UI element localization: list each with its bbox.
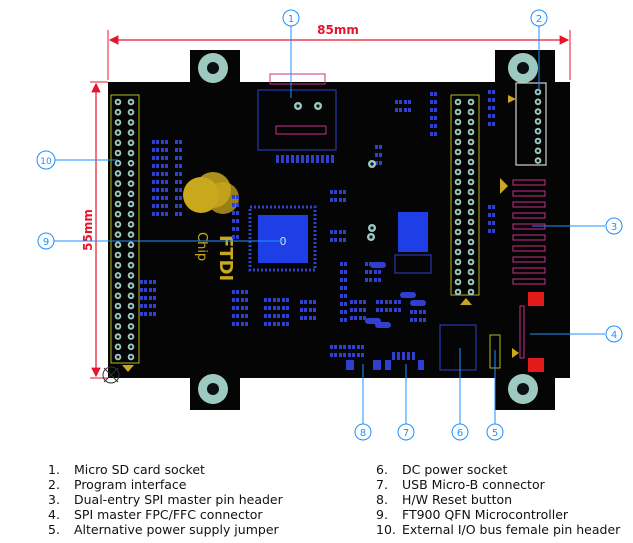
- callout-9: 9: [37, 232, 55, 250]
- mount-hole: [198, 374, 228, 404]
- svg-text:7: 7: [403, 428, 409, 439]
- legend-item: 3.Dual-entry SPI master pin header: [48, 492, 283, 507]
- legend-item: 1.Micro SD card socket: [48, 462, 205, 477]
- legend-item: 10.External I/O bus female pin header: [376, 522, 621, 537]
- dimension-width: 85mm: [107, 23, 571, 80]
- spi-fpc-pads: [512, 179, 546, 285]
- spi-dual-header: [450, 94, 480, 296]
- svg-text:4: 4: [611, 330, 617, 341]
- callout-7: 7: [397, 423, 415, 441]
- callout-8: 8: [354, 423, 372, 441]
- svg-text:85mm: 85mm: [317, 23, 359, 37]
- svg-text:8: 8: [360, 428, 366, 439]
- callout-6: 6: [451, 423, 469, 441]
- callout-1: 1: [282, 9, 300, 27]
- dc-power-socket: [439, 324, 477, 371]
- svg-text:FTDI: FTDI: [215, 235, 236, 281]
- svg-text:55mm: 55mm: [81, 209, 95, 251]
- legend-item: 6.DC power socket: [376, 462, 508, 477]
- legend-item: 9.FT900 QFN Microcontroller: [376, 507, 569, 522]
- micro-sd-socket: [257, 73, 337, 151]
- origin-marker: [102, 366, 120, 384]
- legend-item: 8.H/W Reset button: [376, 492, 513, 507]
- ft900-mcu: 0: [248, 205, 317, 272]
- callout-10: 10: [36, 150, 56, 170]
- program-header: [515, 82, 547, 166]
- callout-leaders: [54, 26, 605, 424]
- legend-item: 2.Program interface: [48, 477, 187, 492]
- external-io-header: [110, 94, 140, 364]
- legend-item: 4.SPI master FPC/FFC connector: [48, 507, 263, 522]
- svg-text:10: 10: [40, 157, 52, 167]
- svg-text:3: 3: [611, 222, 617, 233]
- mount-hole: [198, 53, 228, 83]
- callout-2: 2: [530, 9, 548, 27]
- mount-hole: [508, 53, 538, 83]
- legend-right: 6.DC power socket 7.USB Micro-B connecto…: [376, 462, 620, 537]
- svg-text:9: 9: [43, 237, 49, 248]
- svg-text:1: 1: [288, 14, 294, 25]
- callout-3: 3: [605, 217, 623, 235]
- legend-item: 5.Alternative power supply jumper: [48, 522, 279, 537]
- svg-text:2: 2: [536, 14, 542, 25]
- svg-text:5: 5: [492, 428, 498, 439]
- ftdi-logo: FTDI Chip: [183, 172, 239, 281]
- callout-5: 5: [486, 423, 504, 441]
- fpc-connector: [512, 292, 544, 372]
- smd-components: [140, 90, 495, 370]
- mount-hole: [508, 374, 538, 404]
- voltage-regulator: [398, 212, 428, 252]
- svg-text:6: 6: [457, 428, 463, 439]
- legend-left: 1.Micro SD card socket 2.Program interfa…: [48, 462, 283, 537]
- callout-4: 4: [605, 325, 623, 343]
- svg-text:Chip: Chip: [194, 232, 209, 261]
- legend-item: 7.USB Micro-B connector: [376, 477, 545, 492]
- dimension-height: 55mm: [81, 81, 108, 379]
